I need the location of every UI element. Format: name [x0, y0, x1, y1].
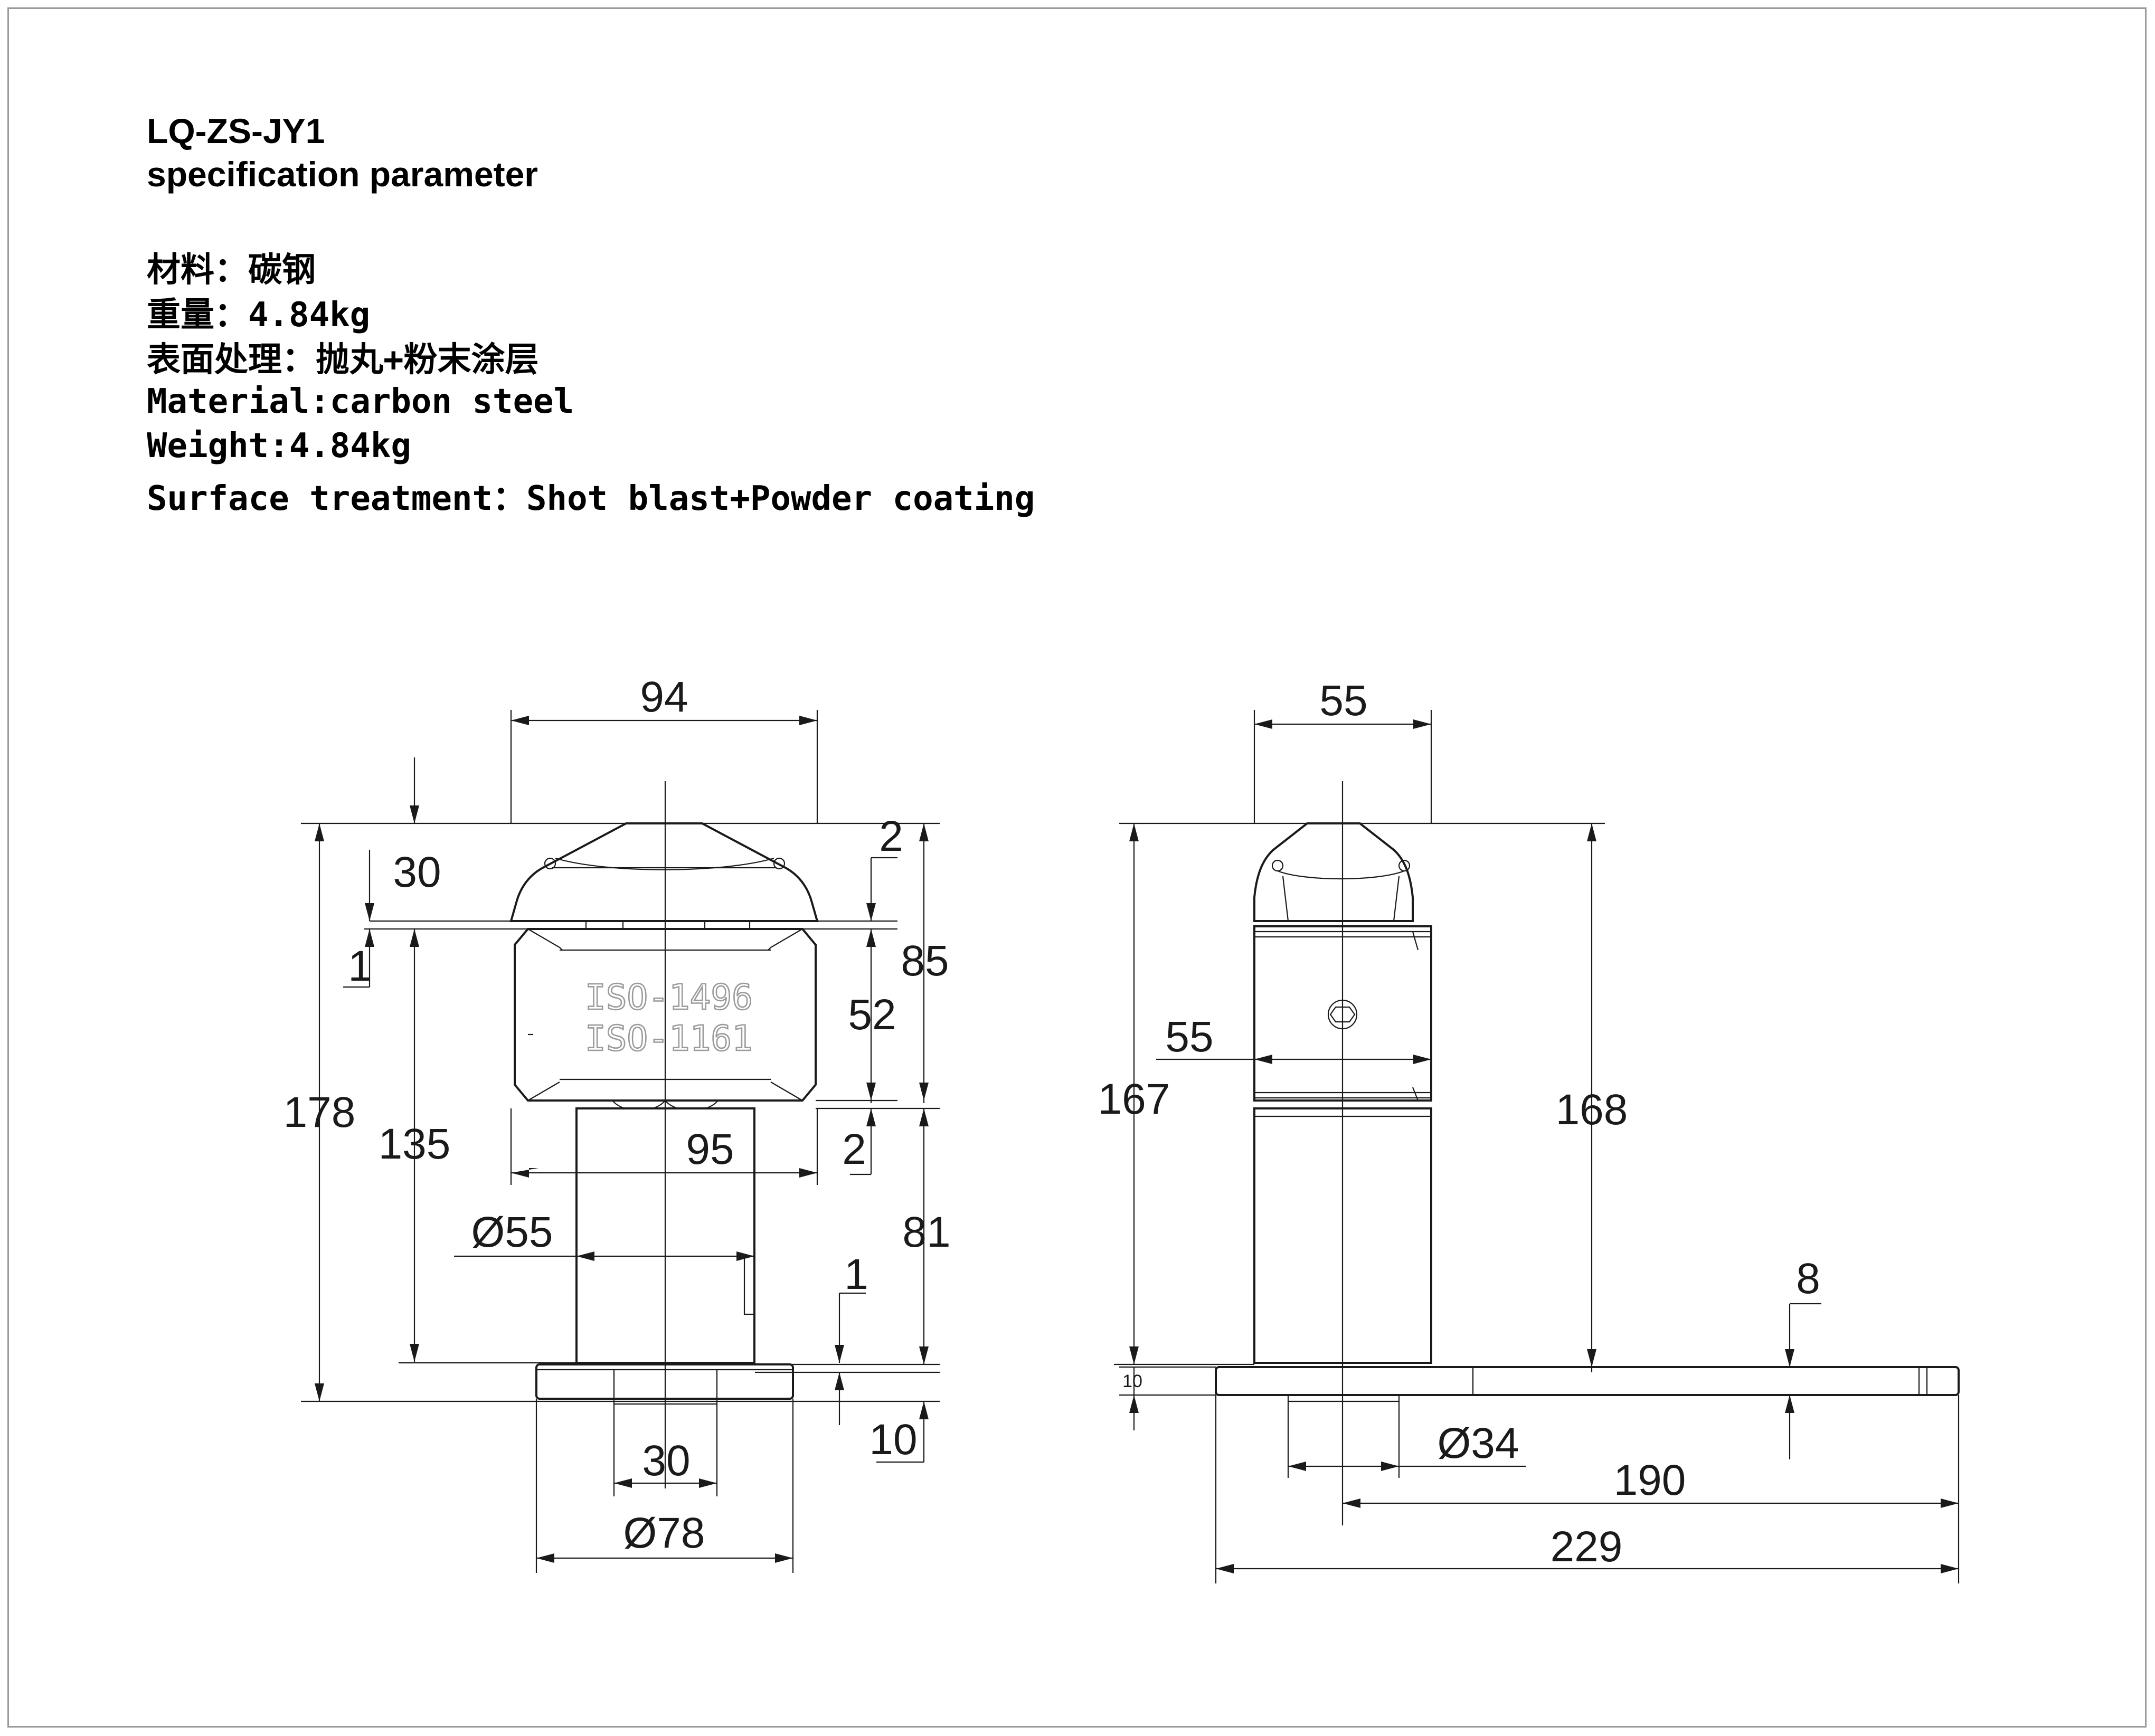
dim-dia-78: Ø78 [623, 1509, 705, 1557]
front-cap [509, 822, 819, 933]
dim-81: 81 [902, 1208, 950, 1256]
dim-135: 135 [379, 1120, 451, 1168]
dim-dia-34: Ø34 [1438, 1419, 1519, 1467]
dim-190: 190 [1614, 1456, 1686, 1504]
front-view: ISO-1496 ISO-1161 [509, 781, 819, 1488]
drawing-frame [7, 7, 2147, 1728]
dim-30-bore: 30 [642, 1437, 690, 1485]
dim-55-mid: 55 [1165, 1013, 1213, 1061]
dim-1-shaft: 1 [844, 1250, 868, 1298]
spec-weight-cn: 重量：4.84kg [147, 296, 371, 335]
side-dimensions: 55 55 167 168 10 8 Ø34 [1098, 677, 1960, 1583]
side-view [1215, 781, 1960, 1525]
spec-material-cn: 材料：碳钢 [147, 251, 316, 290]
dim-85: 85 [901, 937, 949, 985]
dim-178: 178 [283, 1088, 356, 1136]
dim-55-top: 55 [1319, 677, 1367, 725]
dim-dia-55: Ø55 [471, 1208, 553, 1256]
dim-2-bottom: 2 [842, 1125, 866, 1173]
dim-2-top: 2 [879, 812, 903, 860]
dim-167: 167 [1098, 1075, 1170, 1123]
spec-material-en: Material:carbon steel [147, 382, 574, 421]
dim-95: 95 [686, 1125, 734, 1173]
front-dimensions: 94 178 30 1 135 2 85 52 [283, 673, 951, 1573]
dim-1-gap: 1 [348, 942, 372, 990]
dim-52: 52 [848, 991, 896, 1039]
dim-229: 229 [1551, 1523, 1623, 1571]
dim-10-base: 10 [869, 1416, 917, 1464]
dim-10-side: 10 [1122, 1371, 1142, 1391]
emboss-iso-1496: ISO-1496 [585, 977, 753, 1018]
dim-30-cap: 30 [393, 848, 441, 896]
dim-168: 168 [1556, 1086, 1628, 1134]
sheet-subtitle: specification parameter [147, 155, 538, 194]
dim-8-plate: 8 [1796, 1255, 1820, 1303]
emboss-iso-1161: ISO-1161 [585, 1018, 753, 1059]
side-base-plate [1215, 1366, 1960, 1402]
side-cap [1253, 822, 1414, 922]
spec-surface-cn: 表面处理：抛丸+粉末涂层 [147, 340, 539, 380]
dim-94: 94 [640, 673, 688, 721]
spec-surface-en: Surface treatment：Shot blast+Powder coat… [147, 479, 1035, 518]
model-number: LQ-ZS-JY1 [147, 111, 325, 150]
spec-weight-en: Weight:4.84kg [147, 426, 411, 466]
